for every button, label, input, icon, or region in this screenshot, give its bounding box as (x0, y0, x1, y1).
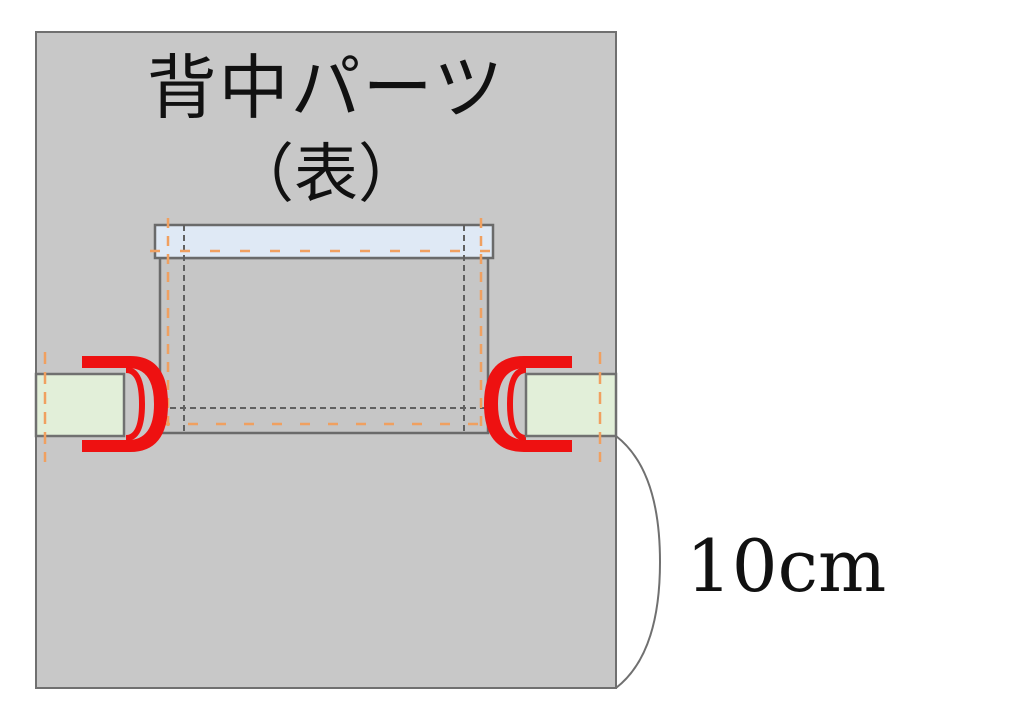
right-strap-tab (484, 352, 618, 462)
measurement-bracket (615, 435, 662, 689)
center-pocket (150, 218, 498, 435)
pocket-top-band (153, 223, 495, 260)
measurement-label: 10cm (686, 524, 887, 608)
diagram-title: 背中パーツ (146, 47, 506, 129)
left-strap-tab (34, 352, 168, 462)
left-d-ring (82, 356, 168, 452)
right-d-ring (484, 356, 572, 452)
diagram-subtitle: （表） (230, 138, 422, 212)
